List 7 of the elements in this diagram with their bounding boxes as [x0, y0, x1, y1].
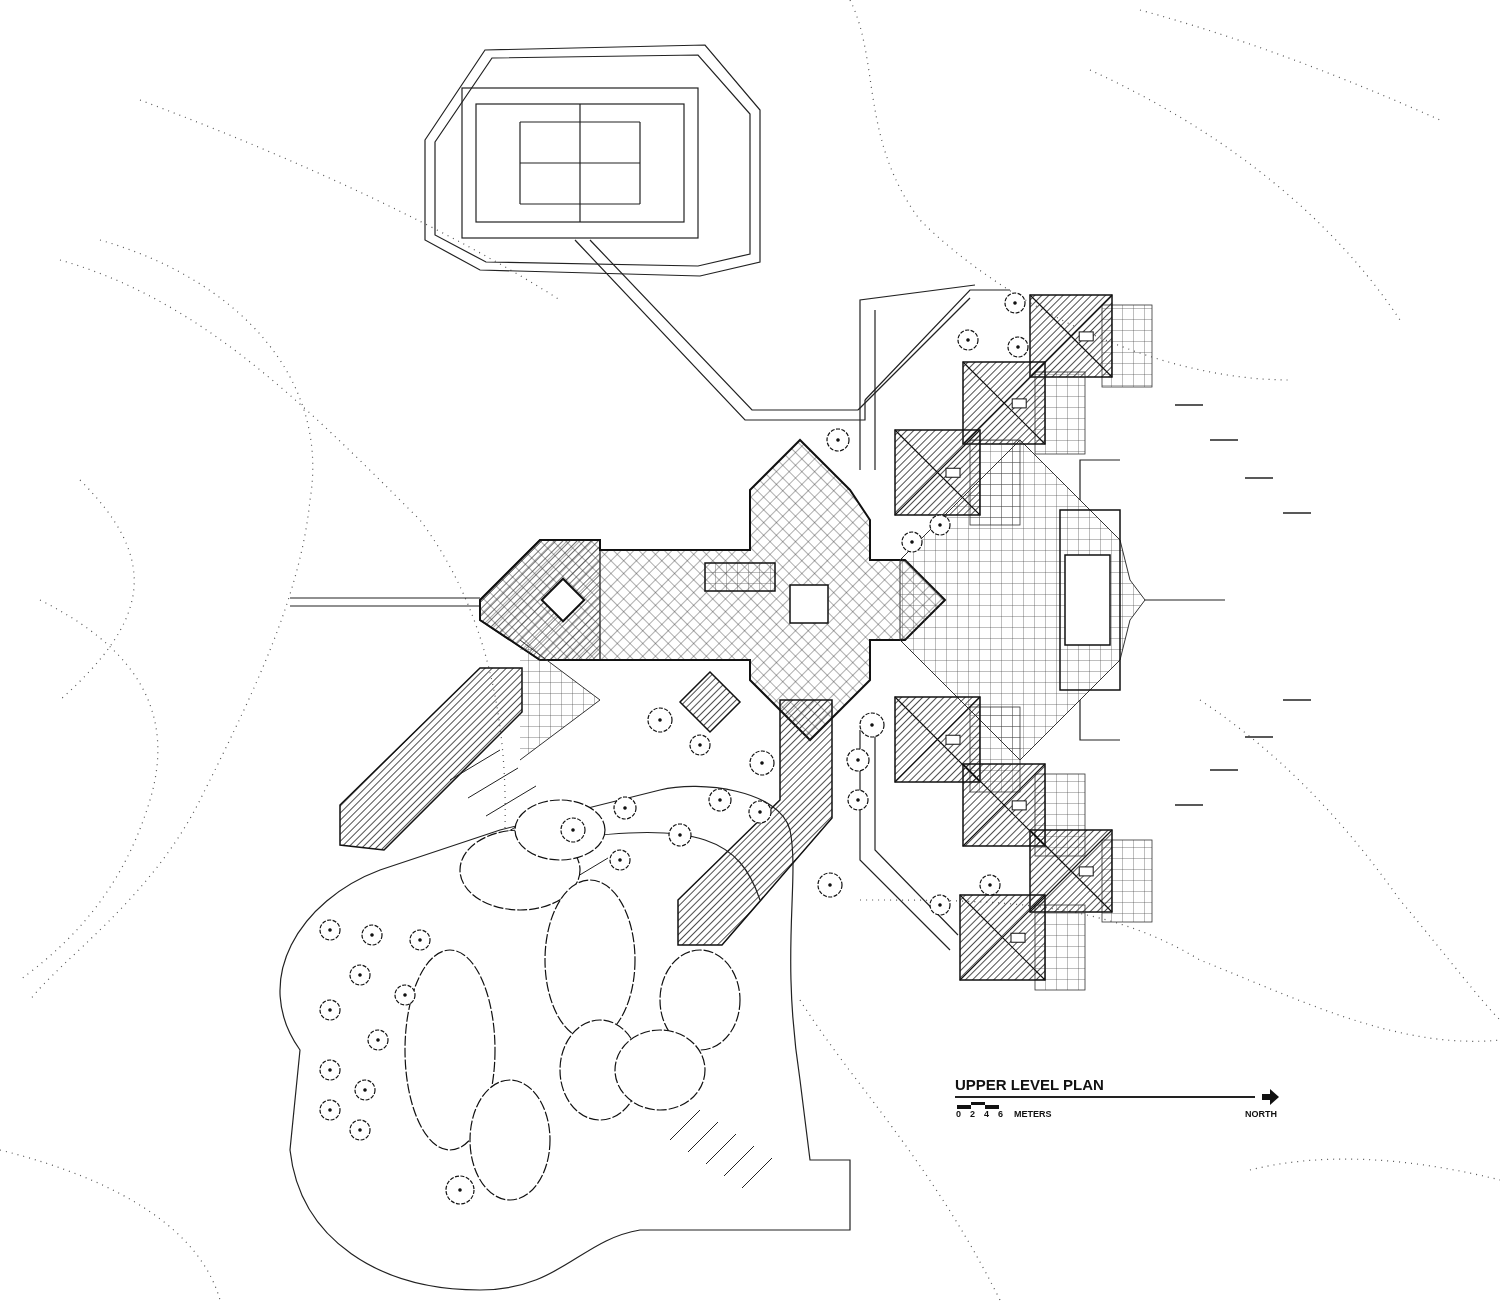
- scale-number: 4: [984, 1110, 989, 1119]
- scale-number: 6: [998, 1110, 1003, 1119]
- scale-number: 2: [970, 1110, 975, 1119]
- north-label: NORTH: [1245, 1110, 1277, 1119]
- plan-title: UPPER LEVEL PLAN: [955, 1077, 1105, 1092]
- scale-unit: METERS: [1014, 1110, 1052, 1119]
- scale-number: 0: [956, 1110, 961, 1119]
